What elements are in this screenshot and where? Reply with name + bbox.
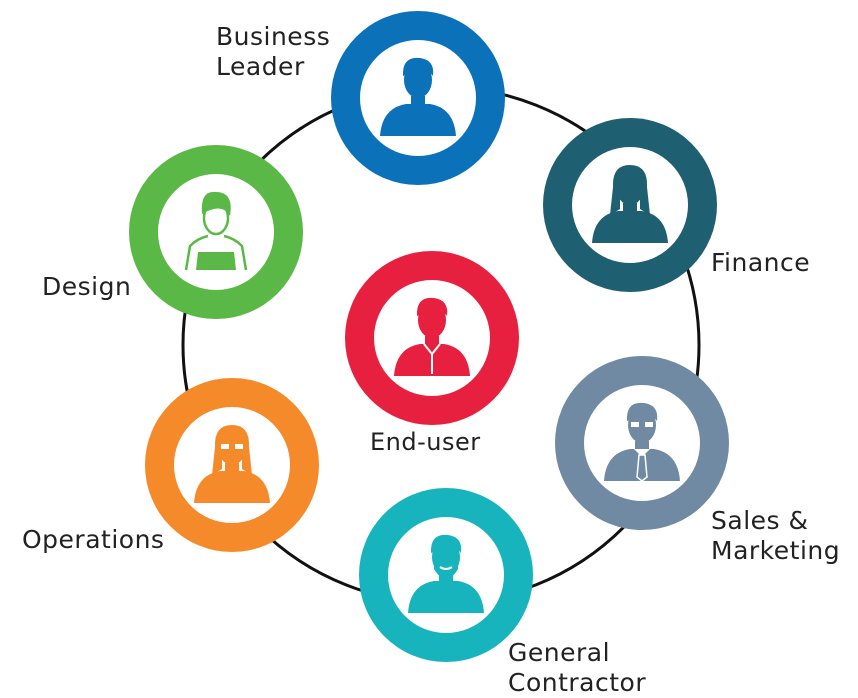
label-end-user: End-user bbox=[370, 427, 481, 457]
node-end-user bbox=[345, 251, 519, 425]
node-business-leader bbox=[331, 11, 505, 185]
label-line: General bbox=[508, 638, 611, 667]
label-business-leader: Business Leader bbox=[216, 22, 330, 82]
label-sales-marketing: Sales & Marketing bbox=[711, 506, 840, 566]
node-sales-marketing bbox=[555, 356, 729, 530]
man-glasses-tie-icon bbox=[604, 402, 680, 482]
man-icon bbox=[380, 57, 456, 136]
label-line: Contractor bbox=[508, 668, 647, 697]
node-design bbox=[129, 145, 303, 319]
man-shirt-icon bbox=[394, 297, 470, 376]
label-general-contractor: General Contractor bbox=[508, 638, 646, 698]
man-beard-icon bbox=[408, 534, 484, 613]
woman-icon bbox=[592, 165, 668, 243]
label-line: Sales & bbox=[711, 506, 809, 535]
label-operations: Operations bbox=[22, 525, 164, 555]
label-line: Marketing bbox=[711, 536, 841, 565]
node-operations bbox=[145, 378, 319, 552]
label-design: Design bbox=[42, 272, 131, 302]
label-line: Leader bbox=[216, 52, 305, 81]
woman-short-hair-icon bbox=[184, 191, 248, 271]
label-line: End-user bbox=[370, 428, 481, 456]
node-finance bbox=[543, 118, 717, 292]
label-line: Design bbox=[42, 272, 132, 301]
label-line: Business bbox=[216, 22, 331, 51]
label-line: Operations bbox=[22, 525, 165, 554]
node-general-contractor bbox=[359, 488, 533, 662]
woman-glasses-icon bbox=[194, 425, 270, 503]
label-finance: Finance bbox=[711, 248, 810, 278]
label-line: Finance bbox=[711, 248, 811, 277]
